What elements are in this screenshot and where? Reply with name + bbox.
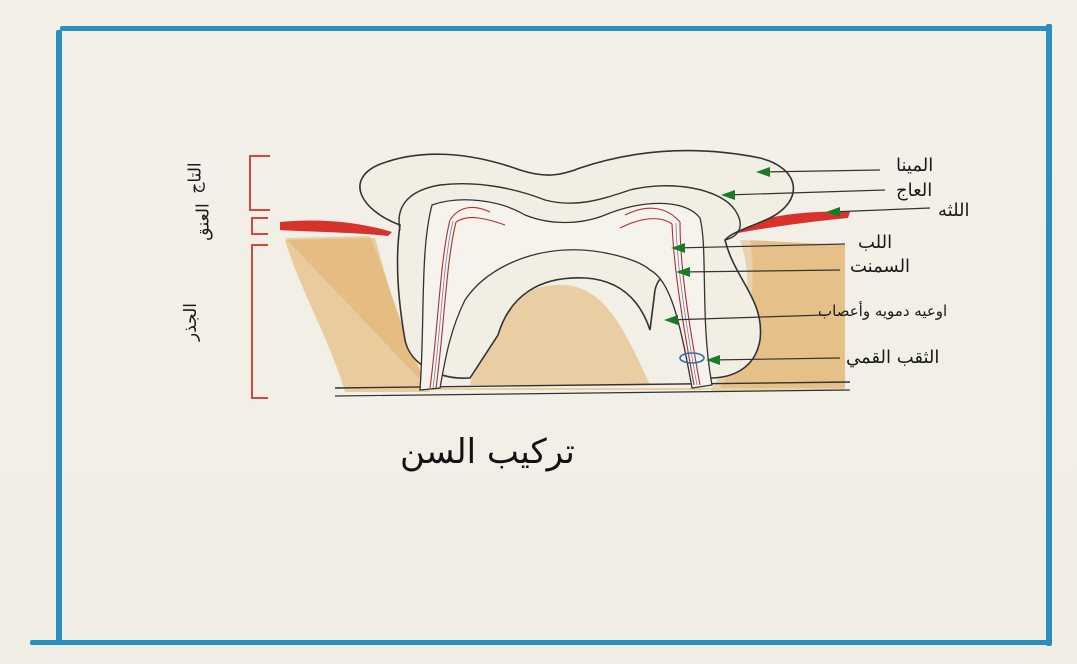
diagram-caption: تركيب السن bbox=[400, 432, 575, 472]
label-crown: التاج bbox=[186, 162, 206, 193]
root-bracket bbox=[252, 245, 268, 398]
gum-left bbox=[280, 220, 392, 236]
label-enamel: المينا bbox=[896, 155, 933, 176]
neck-bracket bbox=[252, 218, 268, 234]
crown-bracket bbox=[250, 156, 270, 210]
label-gum: اللثه bbox=[938, 200, 970, 221]
label-dentin: العاج bbox=[896, 180, 932, 201]
label-pulp: اللب bbox=[858, 232, 892, 253]
label-cementum: السمنت bbox=[850, 256, 910, 277]
label-apical-foramen: الثقب القمي bbox=[846, 347, 939, 368]
label-vessels-nerves: اوعيه دمويه وأعصاب bbox=[818, 302, 947, 320]
label-root: الجذر bbox=[181, 303, 201, 341]
label-neck: العنق bbox=[194, 203, 214, 240]
